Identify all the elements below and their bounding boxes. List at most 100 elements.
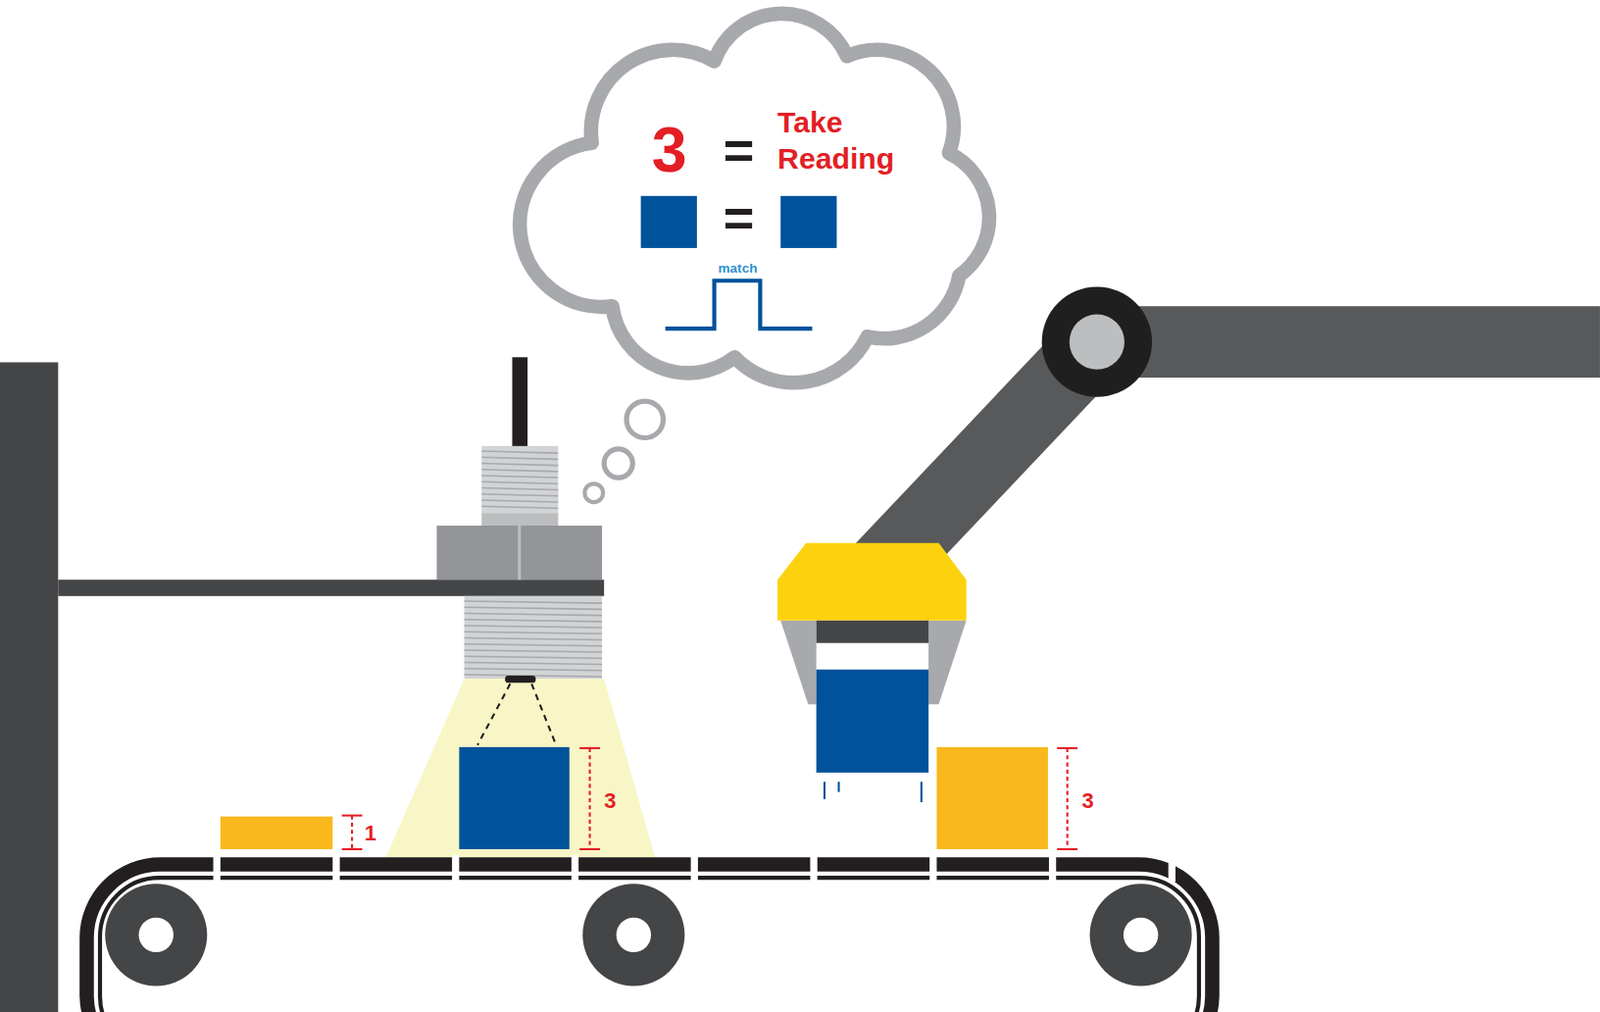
thought-cloud [519,13,990,383]
belt-gap [571,992,579,1012]
pulley-wheel [582,883,685,986]
sensor-washer [481,513,558,529]
thread-line [464,668,603,671]
support-post [0,361,58,1012]
thread-line [481,475,558,478]
dimension-value: 3 [603,789,616,811]
dimension-line [589,748,592,850]
pulley-hub [616,917,651,952]
thread-line [464,644,603,647]
motion-tick [837,781,840,792]
thread-line [464,638,603,641]
arm-beam [1097,305,1600,378]
pulley-hub [1123,917,1158,952]
short-box [220,816,333,850]
belt-gap [691,854,699,882]
dimension-tick [579,848,600,850]
condition-number: 3 [651,118,688,183]
pulley-wheel [1090,883,1193,986]
pulleys [104,883,1192,986]
belt-gap [332,992,340,1012]
belt-gap [332,854,340,882]
gripper-pad [816,620,929,644]
action-text: Take Reading [777,104,910,176]
dimension-value: 1 [364,821,377,844]
thread-line [481,450,558,453]
thread-lines [464,450,603,677]
thought-dot [603,449,633,478]
thread-line [464,613,603,616]
thread-line [481,500,558,502]
held-box [816,669,929,773]
belt-gap [809,854,817,882]
signal-name: match [718,261,758,276]
blue-square-icon [780,196,837,249]
belt-gap [213,992,221,1012]
robot-arm [777,286,1600,802]
joint-pin [1069,314,1125,370]
sensor-lens [504,675,536,683]
belt-gap [571,854,579,882]
dimension-tick [342,814,363,817]
beam-line [531,683,556,745]
thread-line [464,655,603,658]
thread-line [464,625,603,628]
thought-dot [626,400,663,438]
gripper-head [777,543,967,621]
mount-arm [57,579,604,597]
motion-tick [920,781,923,802]
beam-line [477,683,510,745]
dimension-line [350,815,353,850]
motion-tick [823,781,826,800]
thread-line [481,463,558,466]
equals-sign: = [723,123,755,177]
dimension-mark [1056,748,1078,850]
nut-edge [517,525,521,580]
sensor [436,356,602,746]
gripper-finger [780,620,816,704]
thread-line [464,619,603,622]
belt-gap [213,854,221,882]
match-pulse [665,280,813,329]
conveyor-inner [100,877,1200,1012]
sensor-nut [436,525,602,580]
dimension-marks [342,748,1078,850]
dimension-value: 3 [1081,789,1094,811]
dimension-mark [342,815,363,850]
pulley [1090,883,1193,986]
pulley-wheel [104,883,207,986]
thought-dot [584,483,603,502]
sensor-thread-lower [464,596,603,679]
thread-line [481,494,558,497]
arm-joint [1042,286,1152,397]
thread-line [464,661,603,664]
belt-gap [1168,854,1176,882]
belt-gap [451,992,459,1012]
belt-gap [929,992,937,1012]
light-cone [385,678,655,857]
sensor-cable [511,356,528,451]
belt-gaps [213,854,1176,1012]
blue-square-icon [641,196,698,249]
belt-gap [691,992,699,1012]
thread-line [481,481,558,484]
yellow-box [936,747,1048,850]
thread-line [481,469,558,472]
belt-gap [1049,992,1056,1012]
dimension-line [1066,748,1069,850]
thread-line [464,600,603,603]
dimension-tick [579,747,600,750]
blue-box [458,747,569,850]
thread-line [481,456,558,459]
equals-sign: = [723,192,755,246]
belt-gap [1049,854,1056,882]
conveyor [86,854,1212,1012]
belt-gap [451,854,459,882]
thread-line [464,631,603,634]
belt-gap [809,992,817,1012]
dimension-tick [1056,848,1078,850]
sensor-thread-upper [481,446,558,516]
pulley [582,883,685,986]
